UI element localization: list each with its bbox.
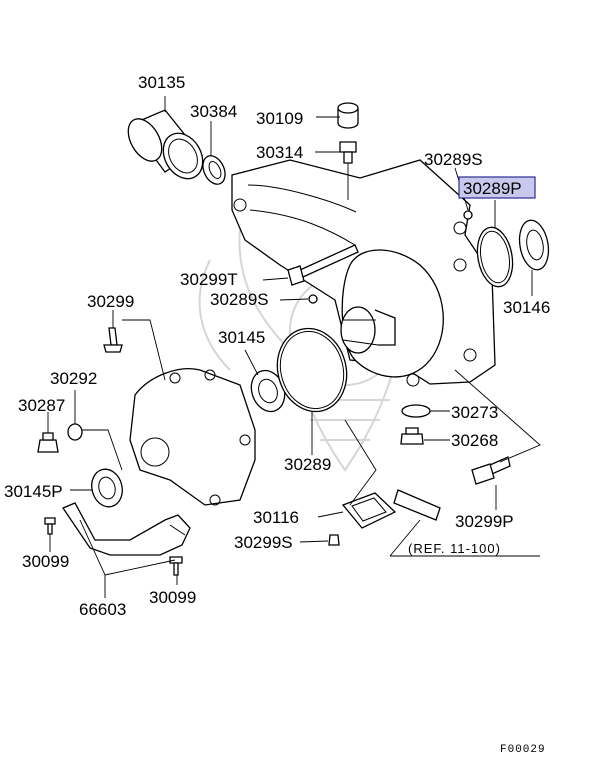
part-30289-oring[interactable] [268, 321, 355, 420]
label-30135[interactable]: 30135 [138, 73, 185, 92]
label-30145p[interactable]: 30145P [4, 482, 63, 501]
label-30299t[interactable]: 30299T [180, 270, 238, 289]
part-30299-bolt[interactable] [103, 327, 123, 353]
part-66603-bracket[interactable] [62, 502, 191, 556]
part-30109-cap[interactable] [337, 102, 359, 129]
figure-code: F00029 [500, 744, 546, 756]
label-30289s-top[interactable]: 30289S [424, 150, 483, 169]
part-30299s-bolt[interactable] [328, 534, 340, 546]
part-30314-bolt[interactable] [339, 141, 357, 164]
label-30109[interactable]: 30109 [256, 109, 303, 128]
label-30273[interactable]: 30273 [451, 403, 498, 422]
part-30099-screw-bottom[interactable] [169, 556, 183, 576]
part-30146-seal[interactable] [516, 218, 552, 272]
label-30289p[interactable]: 30289P [463, 179, 522, 198]
part-ref-pipe[interactable] [393, 489, 441, 521]
label-30299p[interactable]: 30299P [455, 512, 514, 531]
label-30268[interactable]: 30268 [451, 431, 498, 450]
label-30099-bottom[interactable]: 30099 [149, 588, 196, 607]
label-30289[interactable]: 30289 [284, 455, 331, 474]
part-30273-gasket[interactable] [401, 404, 431, 418]
part-30289p-oring[interactable] [473, 225, 517, 290]
part-30145p-seal[interactable] [88, 466, 127, 510]
ref-note: (REF. 11-100) [408, 541, 501, 556]
label-30099-left[interactable]: 30099 [22, 552, 69, 571]
part-30116-cover[interactable] [341, 492, 397, 529]
label-30289s-mid[interactable]: 30289S [210, 290, 269, 309]
label-30287[interactable]: 30287 [18, 396, 65, 415]
label-30314[interactable]: 30314 [256, 143, 303, 162]
highlight-box-30289p [458, 176, 536, 199]
label-30299s-bottom[interactable]: 30299S [234, 533, 293, 552]
part-30299p-bolt[interactable] [471, 456, 511, 485]
part-30135-sleeve[interactable] [121, 109, 210, 186]
part-30099-screw-left[interactable] [44, 517, 56, 535]
label-30299[interactable]: 30299 [87, 292, 134, 311]
label-30145[interactable]: 30145 [218, 328, 265, 347]
label-30116[interactable]: 30116 [253, 508, 299, 527]
label-30292[interactable]: 30292 [50, 369, 97, 388]
label-66603[interactable]: 66603 [79, 600, 126, 619]
part-transfer-case-lower[interactable] [129, 368, 256, 506]
leader-lines [47, 96, 541, 598]
label-30384[interactable]: 30384 [190, 102, 237, 121]
part-30384-seal[interactable] [199, 152, 230, 188]
part-30289s-ring-top[interactable] [463, 210, 473, 220]
label-30146[interactable]: 30146 [503, 298, 550, 317]
part-30268-plug[interactable] [400, 427, 424, 445]
part-30299t-bolt[interactable] [287, 244, 359, 286]
part-30292-washer[interactable] [67, 423, 83, 441]
part-30289s-ring-mid[interactable] [308, 294, 318, 304]
part-30287-plug[interactable] [37, 432, 59, 453]
part-transfer-case-main[interactable] [231, 159, 496, 387]
